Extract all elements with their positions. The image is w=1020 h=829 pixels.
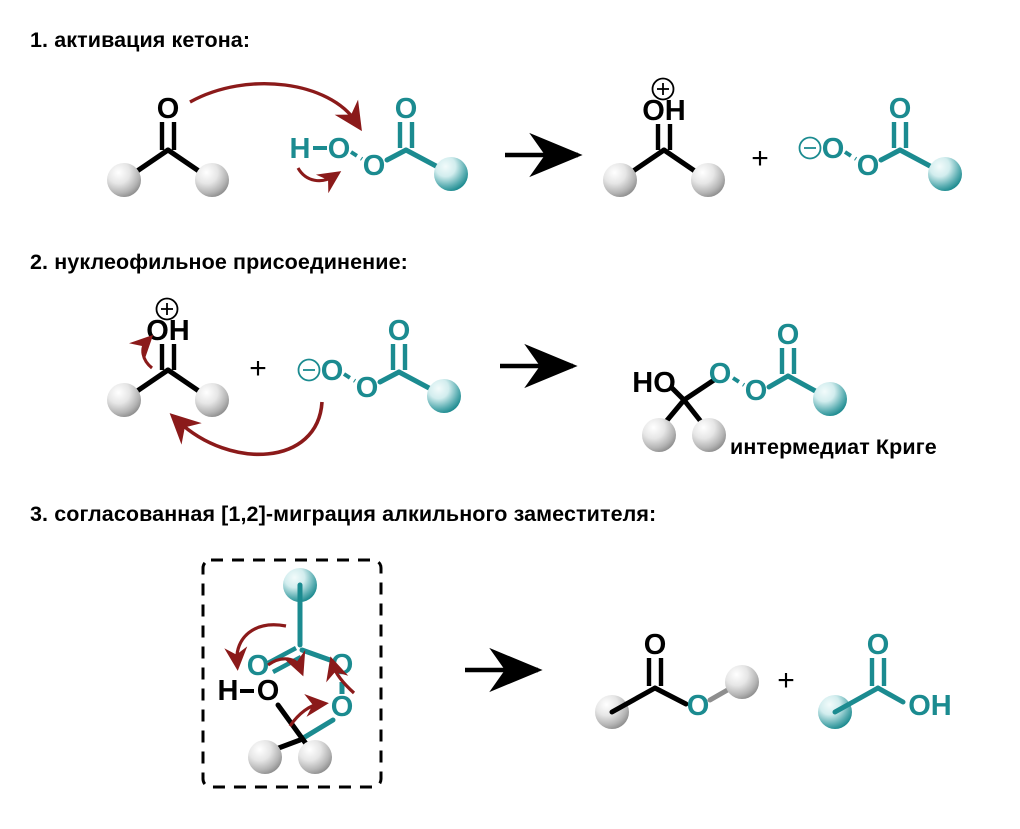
atom-label-h: H: [218, 675, 239, 707]
atom-label-o: O: [257, 675, 280, 707]
alkyl-sphere: [603, 163, 637, 197]
curved-arrow-oh-bond: [296, 167, 342, 194]
step1-peracid: H O O O: [290, 93, 468, 191]
alkyl-sphere: [107, 383, 141, 417]
curved-arrow-pi-to-o: [129, 334, 154, 370]
alkyl-sphere: [725, 665, 759, 699]
curved-arrow-lone-pair: [189, 81, 362, 132]
atom-label-o: O: [857, 150, 880, 182]
step1-protonated-ketone: OH: [603, 77, 725, 197]
curved-arrow-alkyl-migration: [288, 694, 329, 727]
alkyl-sphere: [248, 740, 282, 774]
curved-arrow-c-o-to-o: [224, 623, 287, 671]
criegee-intermediate-label: интермедиат Криге: [730, 435, 937, 459]
atom-label-o: O: [644, 629, 667, 661]
step1-ketone: O: [107, 93, 229, 197]
alkyl-sphere: [107, 163, 141, 197]
curved-arrow-oo-cleavage: [326, 656, 356, 695]
charge-circle-plus: [155, 297, 179, 321]
alkyl-sphere: [298, 740, 332, 774]
atom-label-o: O: [395, 93, 418, 125]
charge-circle-plus: [651, 77, 675, 101]
transition-state-box: [201, 558, 383, 789]
step1-peracid-anion: O O O: [798, 93, 962, 191]
atom-label-o: O: [745, 375, 768, 407]
atom-label-o: O: [331, 691, 354, 723]
step3-carboxylic-acid: O OH: [818, 629, 952, 729]
atom-label-o: O: [157, 93, 180, 125]
atom-label-o: O: [777, 319, 800, 351]
step-1-heading: 1. активация кетона:: [30, 28, 251, 52]
alkyl-sphere: [692, 418, 726, 452]
step-3-heading: 3. согласованная [1,2]-миграция алкильно…: [30, 502, 657, 526]
atom-label-oh: OH: [908, 690, 952, 722]
atom-label-o: O: [889, 93, 912, 125]
plus-sign: +: [751, 142, 769, 175]
alkyl-sphere: [642, 418, 676, 452]
step-2-heading: 2. нуклеофильное присоединение:: [30, 250, 408, 274]
plus-sign: +: [777, 664, 795, 697]
atom-label-o: O: [388, 315, 411, 347]
step2-protonated-ketone: OH: [107, 297, 229, 417]
atom-label-o: O: [356, 372, 379, 404]
alkyl-sphere: [195, 163, 229, 197]
atom-label-o: O: [247, 650, 270, 682]
alkyl-sphere-teal: [928, 157, 962, 191]
atom-label-o: O: [363, 150, 386, 182]
step2-peracid-anion: O O O: [297, 315, 461, 413]
charge-circle-minus: [297, 358, 321, 382]
atom-label-o: O: [321, 355, 344, 387]
atom-label-o: O: [867, 629, 890, 661]
atom-label-o: O: [709, 358, 732, 390]
alkyl-sphere: [691, 163, 725, 197]
curved-arrow-nucleophilic-attack: [169, 401, 324, 457]
step3-ester-product: O O: [595, 629, 759, 729]
charge-circle-minus: [798, 136, 822, 160]
plus-sign: +: [249, 352, 267, 385]
atom-label-o: O: [822, 133, 845, 165]
atom-label-ho: HO: [632, 367, 676, 399]
atom-label-o: O: [328, 133, 351, 165]
alkyl-sphere: [195, 383, 229, 417]
step2-criegee-intermediate: HO O O O: [632, 319, 847, 452]
curved-arrow-oh-to-co: [267, 650, 306, 677]
alkyl-sphere-teal: [434, 157, 468, 191]
step3-transition-state: O O O H O: [218, 568, 354, 774]
atom-label-h: H: [290, 133, 311, 165]
alkyl-sphere-teal: [813, 382, 847, 416]
atom-label-o: O: [687, 690, 710, 722]
alkyl-sphere-teal: [427, 379, 461, 413]
